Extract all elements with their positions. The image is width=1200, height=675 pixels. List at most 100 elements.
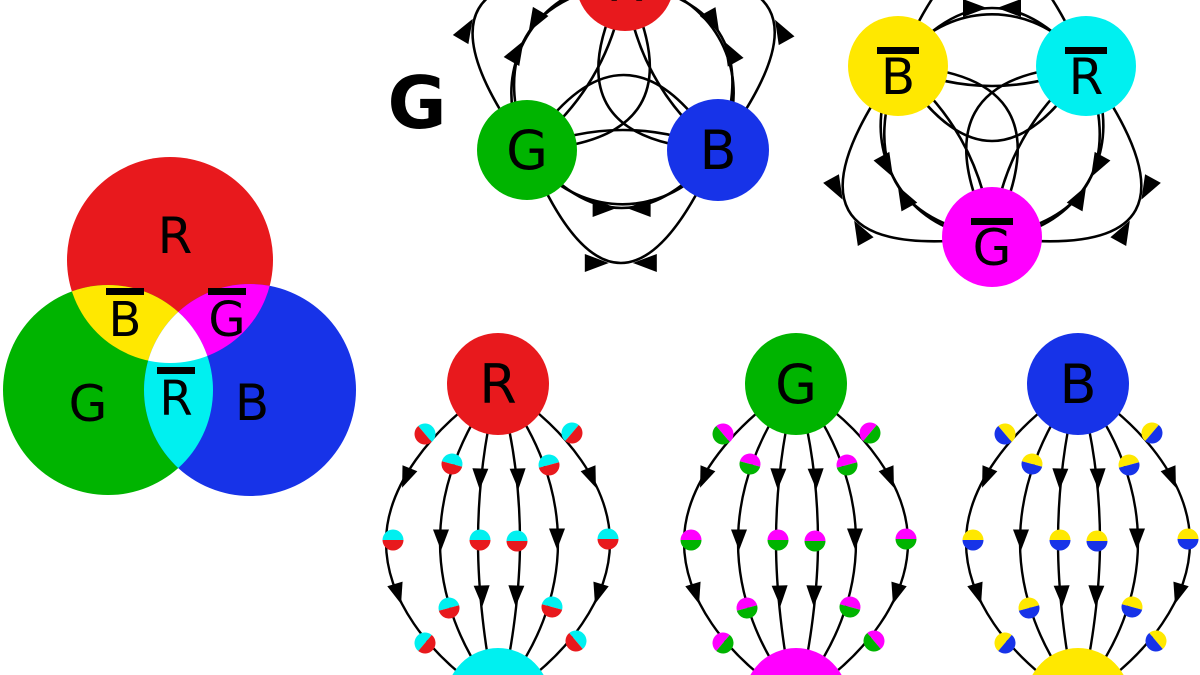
gluon-anticolor-half	[739, 453, 761, 467]
overbar	[106, 288, 144, 295]
antiquark-node	[452, 648, 544, 675]
gluon-color-half	[736, 605, 758, 619]
gluon-anticolor-half	[1177, 528, 1199, 539]
gluon-color-half	[414, 425, 432, 445]
gluon-anticolor-half	[716, 423, 734, 443]
arrowhead	[806, 585, 823, 607]
node-label: R	[479, 353, 517, 416]
gluon-circle	[441, 453, 463, 475]
bowtie-arrowhead	[997, 0, 1021, 17]
gluon-anticolor-half	[418, 423, 436, 443]
gluon-color-half	[1145, 424, 1163, 444]
graph-node-R	[579, 0, 671, 31]
arrowhead	[891, 581, 907, 605]
gluon-color-half	[839, 604, 861, 618]
gluon-color-half	[597, 539, 619, 550]
gluon-anticolor-half	[414, 632, 432, 652]
arrowhead	[847, 528, 863, 550]
gluon-circle	[565, 630, 587, 652]
gluon-anticolor-half	[998, 423, 1016, 443]
gluon-color-half	[1177, 539, 1199, 550]
gluon-anticolor-half	[1149, 630, 1167, 650]
gluon-circle	[736, 597, 758, 619]
bowtie-arrowhead	[724, 41, 744, 67]
gluon-circle	[994, 423, 1016, 445]
gluon-anticolor-half	[867, 630, 885, 650]
arrowhead	[433, 529, 449, 551]
gluon-circle	[1118, 454, 1140, 476]
gluon-circle	[1021, 453, 1043, 475]
gluon-color-half	[863, 632, 881, 652]
gluon-circle	[1177, 528, 1199, 550]
gluon-circle	[895, 528, 917, 550]
gluon-color-half	[680, 540, 702, 551]
graph-caption: G	[387, 61, 446, 145]
venn-label-r: R	[158, 207, 193, 265]
bowtie-arrowhead	[528, 6, 549, 33]
arrowhead	[771, 585, 788, 607]
gluon-color-half	[541, 604, 563, 618]
arrowhead	[509, 468, 526, 490]
graph-ring	[510, 0, 735, 206]
gluon-circle	[739, 453, 761, 475]
gluon-color-half	[382, 540, 404, 551]
gluon-color-half	[836, 462, 858, 476]
arrowhead	[982, 465, 998, 488]
node-label: G	[973, 219, 1012, 277]
gluon-color-half	[538, 462, 560, 476]
gluon-color-half	[1021, 461, 1043, 475]
gluon-circle	[506, 530, 528, 552]
gluon-color-half	[418, 634, 436, 654]
graph-node-G	[477, 100, 577, 200]
gluon-anticolor-half	[541, 596, 563, 610]
gluon-anticolor-half	[1121, 596, 1143, 610]
gluon-circle	[538, 454, 560, 476]
arrowhead	[472, 468, 489, 490]
gluon-color-half	[994, 425, 1012, 445]
gluon-color-half	[1086, 541, 1108, 552]
gluon-color-half	[1018, 605, 1040, 619]
gluon-anticolor-half	[1049, 529, 1071, 540]
gluon-anticolor-half	[680, 529, 702, 540]
bowtie-arrowhead	[823, 174, 843, 200]
flux-diagram-R: R	[382, 333, 619, 675]
arrowhead	[1053, 585, 1070, 607]
venn-label-g: G	[69, 375, 108, 433]
gluon-circle	[1018, 597, 1040, 619]
arrowhead	[1052, 468, 1069, 490]
gluon-anticolor-half	[836, 454, 858, 468]
gluon-color-half	[767, 540, 789, 551]
overbar	[877, 47, 919, 54]
gluon-color-half	[863, 424, 881, 444]
arrowhead	[593, 581, 609, 605]
gluon-circle	[962, 529, 984, 551]
arrowhead	[1129, 528, 1145, 550]
overbar	[208, 288, 246, 295]
bowtie-arrowhead	[873, 151, 893, 178]
graph-node-anti-B	[848, 16, 948, 116]
arrowhead	[807, 468, 824, 490]
node-label: G	[506, 119, 548, 182]
bowtie-arrowhead	[854, 220, 874, 246]
gluon-circle	[1141, 422, 1163, 444]
gluon-circle	[541, 596, 563, 618]
gluon-circle	[597, 528, 619, 550]
arrowhead	[878, 465, 894, 488]
gluon-anticolor-half	[506, 530, 528, 541]
antiquark-node	[750, 648, 842, 675]
graph-edge	[841, 65, 993, 243]
gluon-circle	[438, 597, 460, 619]
gluon-color-half	[469, 540, 491, 551]
gluon-color-half	[1049, 540, 1071, 551]
gluon-anticolor-half	[438, 597, 460, 611]
venn-overlap-magenta	[144, 284, 273, 363]
venn-label-anti-b: B	[109, 292, 142, 348]
gluon-anticolor-half	[736, 597, 758, 611]
venn-diagram: R G B B G R	[3, 157, 356, 496]
gluon-circle	[414, 632, 436, 654]
venn-label-anti-r: R	[159, 371, 192, 427]
gluon-color-half	[438, 605, 460, 619]
